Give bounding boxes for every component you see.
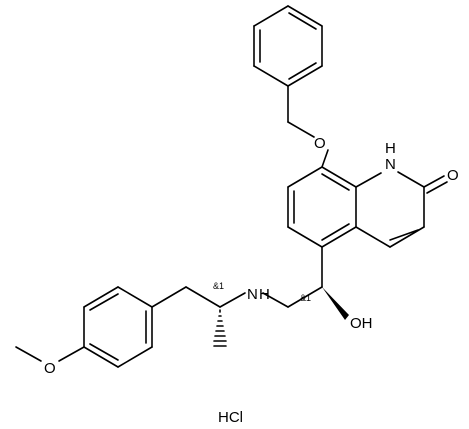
methoxy-oxygen-label: O [44,360,56,377]
hydroxyl-label: OH [350,315,373,332]
methoxy-bonds [15,346,85,362]
amide-h-label: H [385,140,396,157]
stereo-label-amine: &1 [213,281,224,291]
benzyl-phenyl-ring [253,5,323,87]
amide-n-label: N [385,156,396,173]
amine-n-label: N [247,286,258,303]
benzyl-ch2-bonds [287,85,329,168]
hcl-salt-label: HCl [218,409,243,426]
side-chain-bonds [151,246,323,308]
quinolinone-lactam-ring [355,171,448,248]
hashed-wedge-methyl [213,309,227,347]
carbonyl-oxygen-label: O [447,167,459,184]
ether-oxygen-label: O [314,135,326,152]
quinolinone-benzenoid-ring [287,166,357,248]
amine-h-label: H [259,286,270,303]
stereo-label-carbinol: &1 [300,293,311,303]
methoxyphenyl-ring [83,286,153,368]
wedge-bond-hydroxyl [322,287,349,320]
